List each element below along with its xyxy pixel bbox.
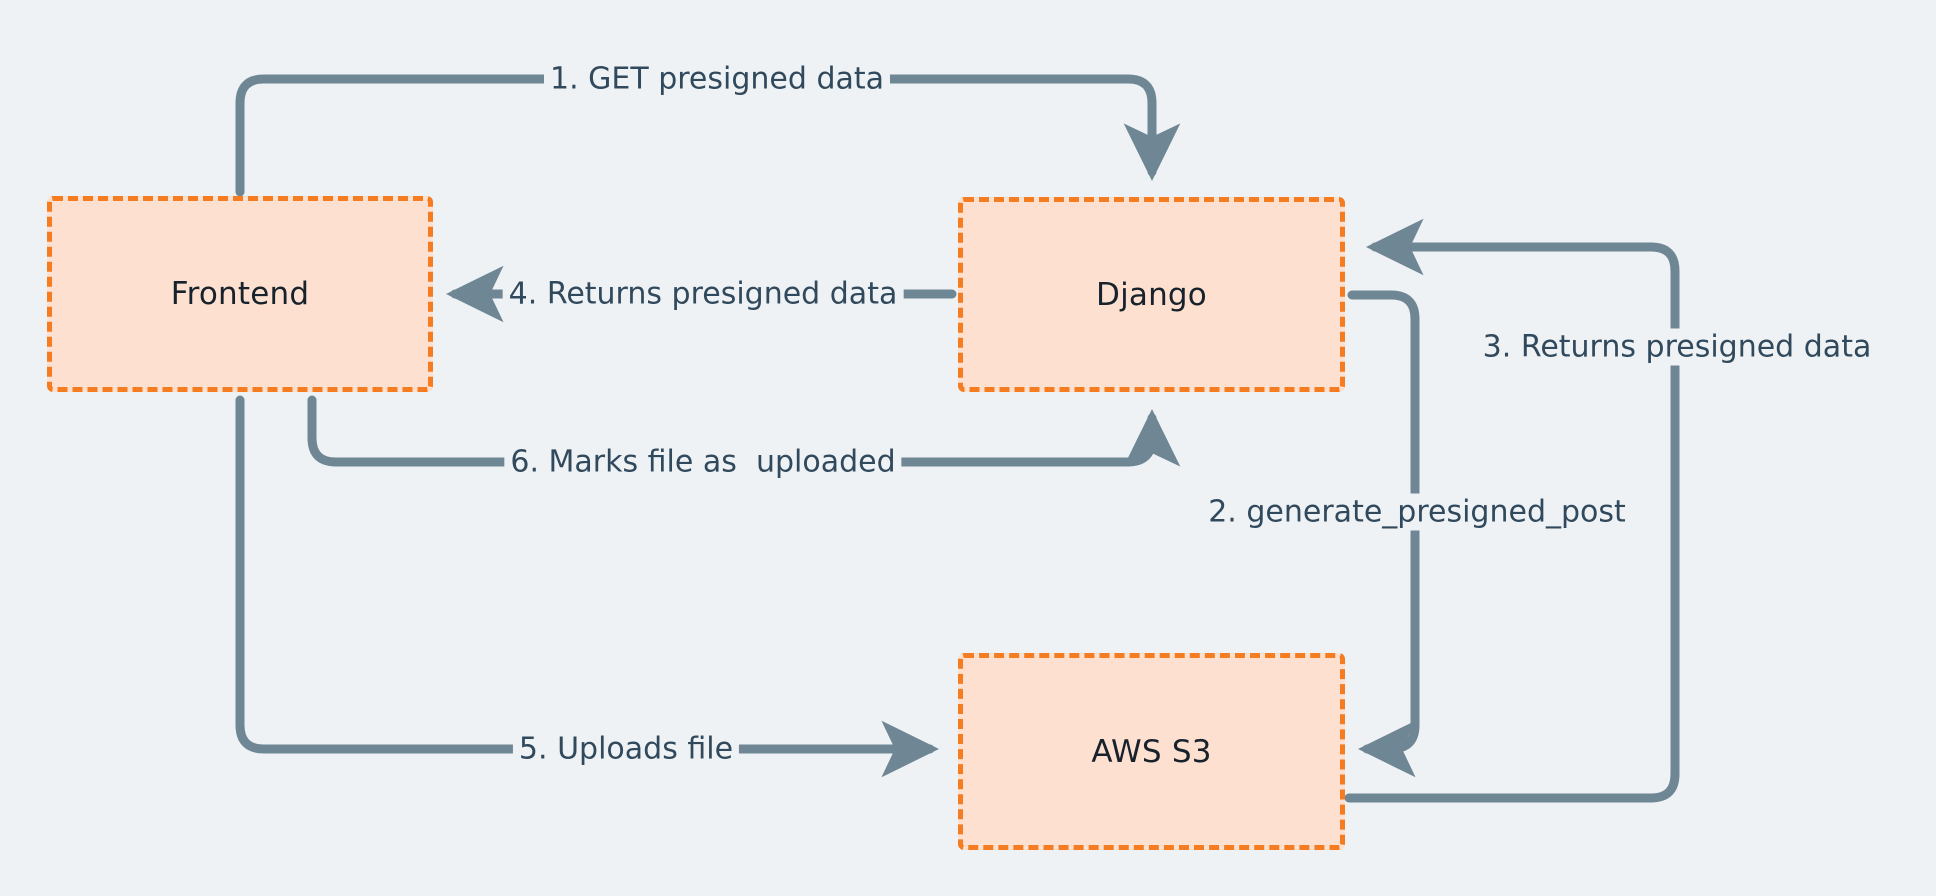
node-aws-s3[interactable]: AWS S3: [958, 653, 1345, 850]
edge-label-3-returns-presigned-data: 3. Returns presigned data: [1476, 328, 1878, 366]
edge-label-6-marks-file-as-uploaded: 6. Marks file as uploaded: [504, 443, 902, 481]
node-django-label: Django: [1096, 276, 1207, 313]
edge-label-2-generate-presigned-post: 2. generate_presigned_post: [1202, 493, 1632, 531]
node-frontend[interactable]: Frontend: [47, 196, 433, 392]
node-aws-s3-label: AWS S3: [1091, 733, 1212, 770]
node-django[interactable]: Django: [958, 197, 1345, 392]
edge-label-1-get-presigned-data: 1. GET presigned data: [543, 60, 891, 98]
edge-label-5-uploads-file: 5. Uploads file: [512, 730, 740, 768]
edge-label-4-returns-presigned-data: 4. Returns presigned data: [502, 275, 904, 313]
node-frontend-label: Frontend: [170, 276, 310, 312]
edge-path-3: [1344, 218, 1680, 803]
edge-path-5: [235, 395, 939, 778]
